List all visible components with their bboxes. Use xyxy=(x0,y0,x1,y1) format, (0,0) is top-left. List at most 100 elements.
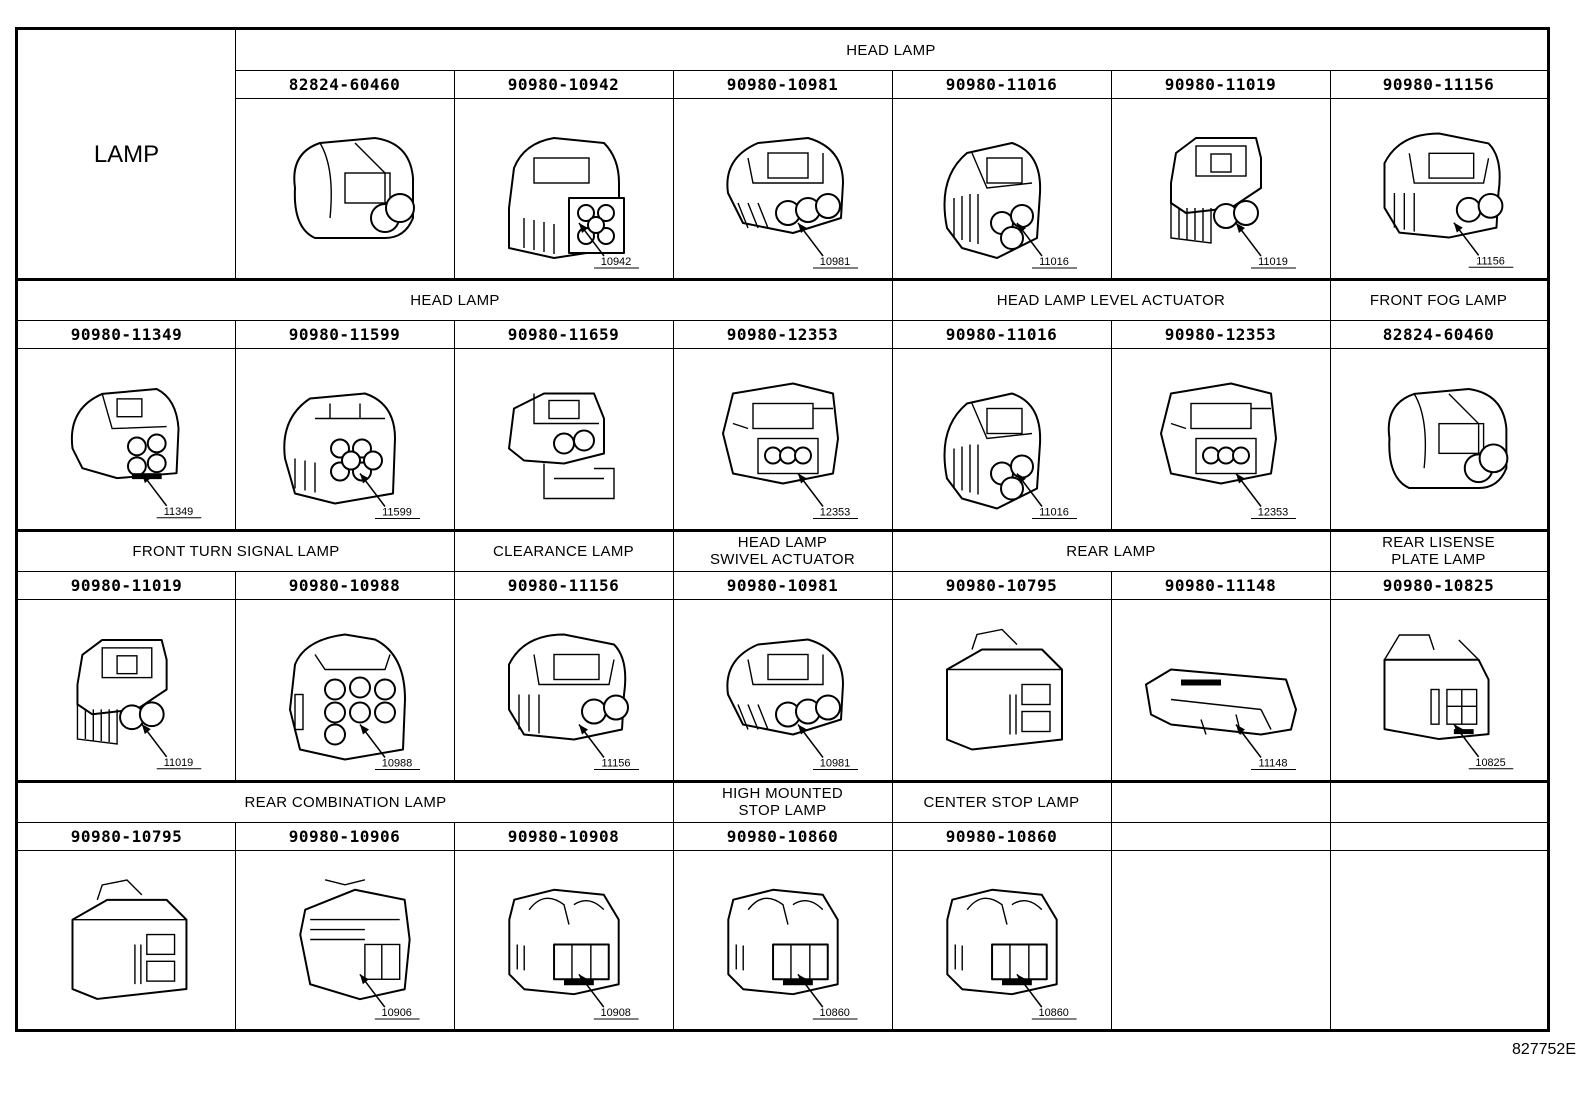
grid-line xyxy=(18,850,1547,851)
connector-icon: 10942 xyxy=(508,137,639,269)
grid-line xyxy=(1111,320,1112,529)
connector-icon: 10988 xyxy=(289,633,420,770)
connector-icon: 11016 xyxy=(943,392,1077,519)
group-header: CENTER STOP LAMP xyxy=(923,793,1080,811)
grid-line xyxy=(892,280,893,320)
part-number: 90980-10860 xyxy=(726,826,839,846)
group-header: HEAD LAMP xyxy=(846,41,936,59)
connector-drawing: 10825 xyxy=(1330,599,1547,780)
grid-line xyxy=(892,571,893,780)
connector-icon: 11349 xyxy=(70,387,202,519)
grid-line xyxy=(1330,782,1331,822)
part-number: 90980-10981 xyxy=(726,74,839,94)
connector-icon xyxy=(946,628,1063,751)
connector-icon: 10825 xyxy=(1383,634,1514,770)
connector-icon: 11156 xyxy=(1383,132,1514,268)
grid-line xyxy=(1547,571,1548,780)
connector-drawing: 11016 xyxy=(892,98,1111,278)
part-number: 90980-11016 xyxy=(945,324,1058,344)
connector-icon: 11156 xyxy=(508,633,639,770)
callout-label: 12353 xyxy=(820,507,851,519)
connector-drawing: 12353 xyxy=(1111,348,1330,529)
callout-label: 11156 xyxy=(1476,255,1505,267)
connector-drawing: 11148 xyxy=(1111,599,1330,780)
grid-line xyxy=(18,822,1547,823)
grid-line xyxy=(454,531,455,571)
connector-drawing: 11156 xyxy=(454,599,673,780)
group-header: FRONT FOG LAMP xyxy=(1369,291,1508,309)
connector-drawing xyxy=(235,98,454,278)
connector-icon: 10981 xyxy=(726,638,858,770)
connector-drawing: 11349 xyxy=(18,348,235,529)
grid-line xyxy=(18,278,1547,281)
callout-label: 11016 xyxy=(1039,507,1069,519)
grid-line xyxy=(454,70,455,278)
connector-drawing: 11156 xyxy=(1330,98,1547,278)
connector-drawing: 10981 xyxy=(673,98,892,278)
part-number: 90980-11349 xyxy=(70,324,183,344)
grid-line xyxy=(1547,822,1548,1029)
callout-label: 10908 xyxy=(601,1007,631,1019)
part-number: 90980-10981 xyxy=(726,575,839,595)
grid-line xyxy=(18,599,1547,600)
connector-drawing xyxy=(892,599,1111,780)
callout-label: 11156 xyxy=(602,758,631,770)
group-header: HEAD LAMP LEVEL ACTUATOR xyxy=(996,291,1226,309)
callout-label: 11019 xyxy=(164,757,193,769)
grid-line xyxy=(18,780,1547,783)
connector-icon: 12353 xyxy=(1160,382,1296,519)
grid-line xyxy=(1330,280,1331,320)
part-number: 90980-10825 xyxy=(1382,575,1495,595)
grid-line xyxy=(892,320,893,529)
connector-drawing xyxy=(454,348,673,529)
grid-line xyxy=(235,30,236,280)
connector-drawing: 10906 xyxy=(235,850,454,1029)
part-number: 90980-11019 xyxy=(1164,74,1277,94)
callout-label: 11349 xyxy=(164,506,193,518)
connector-icon: 11599 xyxy=(283,392,420,519)
part-number: 82824-60460 xyxy=(1382,324,1495,344)
grid-line xyxy=(454,571,455,780)
connector-drawing: 11019 xyxy=(1111,98,1330,278)
callout-label: 10988 xyxy=(382,758,413,770)
connector-drawing: 11019 xyxy=(18,599,235,780)
connector-icon: 12353 xyxy=(722,382,858,519)
grid-line xyxy=(454,822,455,1029)
part-number: 90980-11019 xyxy=(70,575,183,595)
grid-line xyxy=(1330,320,1331,529)
part-number: 90980-11659 xyxy=(507,324,620,344)
grid-line xyxy=(673,70,674,278)
part-number: 90980-11016 xyxy=(945,74,1058,94)
grid-line xyxy=(235,822,236,1029)
grid-line xyxy=(1111,70,1112,278)
callout-label: 10825 xyxy=(1475,757,1505,769)
lamp-title: LAMP xyxy=(93,141,160,168)
connector-icon: 11016 xyxy=(943,142,1077,269)
group-header: HEAD LAMP xyxy=(410,291,500,309)
part-number: 90980-10860 xyxy=(945,826,1058,846)
part-number xyxy=(1111,822,1330,850)
grid-line xyxy=(1111,782,1112,822)
grid-line xyxy=(892,822,893,1029)
connector-icon: 10981 xyxy=(726,137,858,269)
connector-drawing: 12353 xyxy=(673,348,892,529)
callout-label: 11599 xyxy=(382,507,412,519)
connector-icon xyxy=(293,137,415,239)
connector-icon: 11019 xyxy=(1170,137,1296,269)
grid-line xyxy=(1547,70,1548,278)
group-header xyxy=(1330,782,1547,822)
part-number: 90980-10908 xyxy=(507,826,620,846)
grid-line xyxy=(673,822,674,1029)
grid-line xyxy=(1330,531,1331,571)
grid-line xyxy=(235,98,1547,99)
callout-label: 10860 xyxy=(820,1007,850,1019)
callout-label: 10981 xyxy=(820,256,851,268)
part-number: 90980-12353 xyxy=(1164,324,1277,344)
part-number: 90980-10906 xyxy=(288,826,401,846)
part-number: 90980-11148 xyxy=(1164,575,1277,595)
connector-drawing: 11016 xyxy=(892,348,1111,529)
connector-icon: 11148 xyxy=(1145,668,1297,770)
callout-label: 11148 xyxy=(1259,758,1288,770)
grid-line xyxy=(1330,822,1331,1029)
grid-line xyxy=(892,531,893,571)
